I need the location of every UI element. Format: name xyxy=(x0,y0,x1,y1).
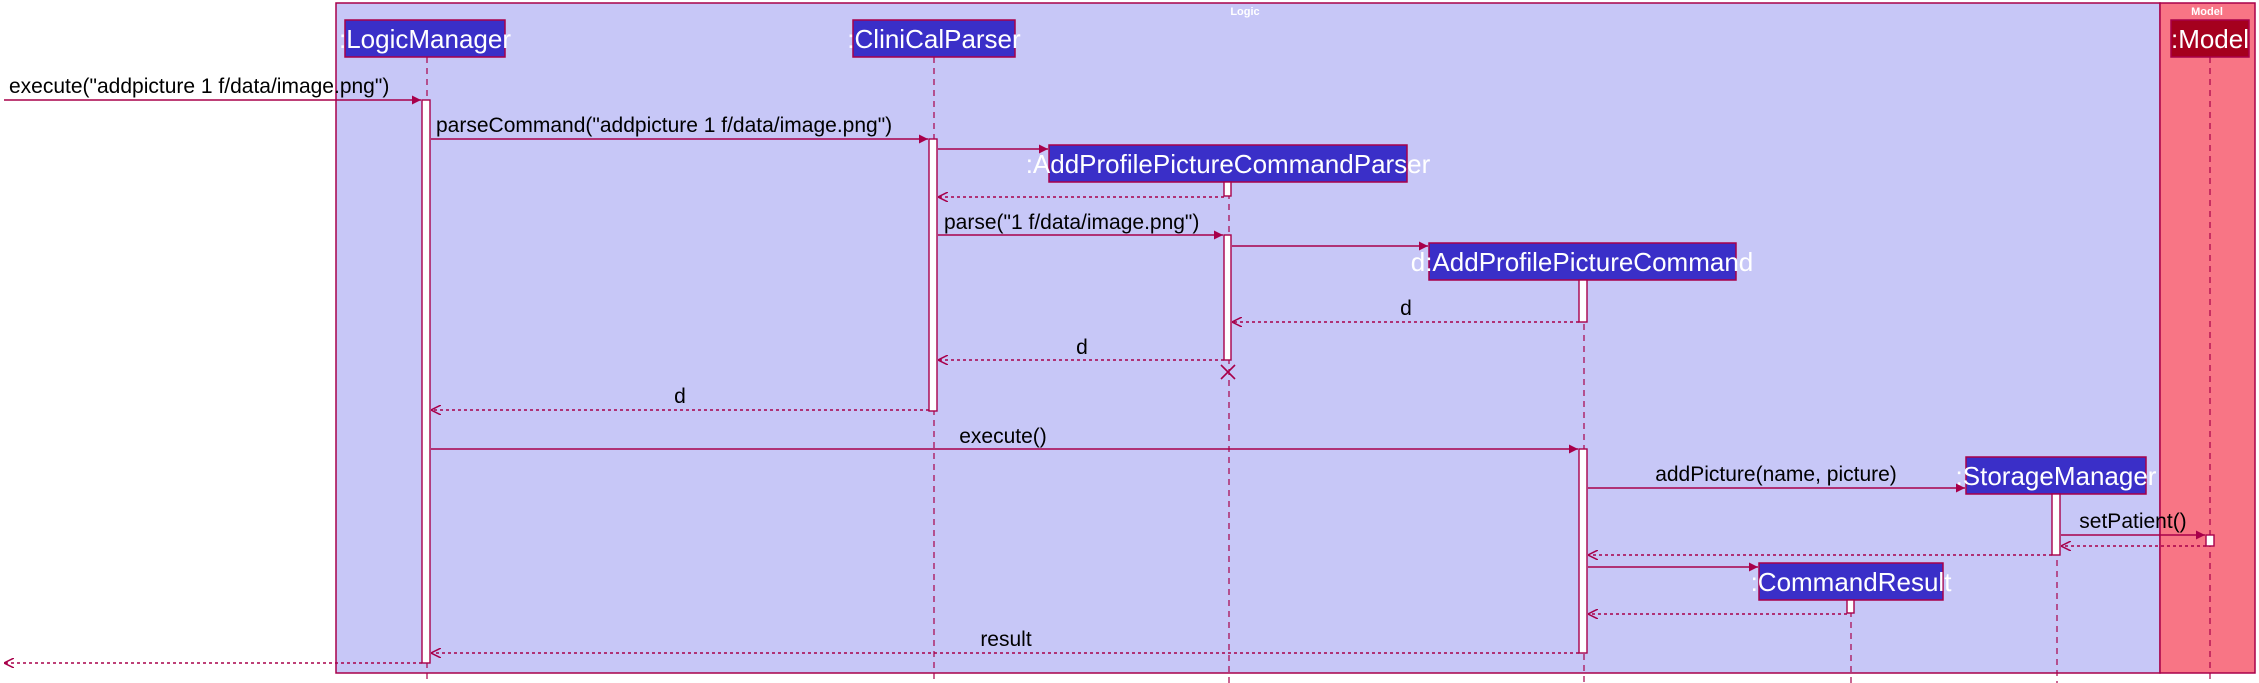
svg-text:execute(): execute() xyxy=(959,425,1047,448)
participant-add-profile-picture-command: d:AddProfilePictureCommand xyxy=(1411,242,1754,281)
activation-parser-parse xyxy=(1223,234,1232,361)
message-set-patient: setPatient() xyxy=(2061,510,2205,540)
svg-text:d: d xyxy=(1400,297,1412,320)
message-parse: parse("1 f/data/image.png") xyxy=(938,211,1223,240)
activation-logic-manager xyxy=(421,99,431,664)
participant-add-profile-picture-command-parser: :AddProfilePictureCommandParser xyxy=(1026,144,1431,183)
activation-command-result xyxy=(1846,599,1855,614)
destroy-mark xyxy=(1220,364,1236,380)
message-parse-command: parseCommand("addpicture 1 f/data/image.… xyxy=(431,114,928,144)
model-frame-title: Model xyxy=(2191,6,2223,18)
svg-text:d: d xyxy=(674,385,686,408)
activation-command-construct xyxy=(1578,279,1588,323)
svg-text:result: result xyxy=(980,628,1032,651)
message-execute-call: execute("addpicture 1 f/data/image.png") xyxy=(4,75,421,105)
participant-storage-manager: :StorageManager xyxy=(1956,456,2157,495)
activation-parser-creation xyxy=(1223,181,1232,197)
svg-text::CliniCalParser: :CliniCalParser xyxy=(847,24,1021,54)
svg-text:d:AddProfilePictureCommand: d:AddProfilePictureCommand xyxy=(1411,247,1754,277)
svg-text:setPatient(): setPatient() xyxy=(2079,510,2186,533)
logic-frame xyxy=(335,2,2161,674)
svg-text::AddProfilePictureCommandParse: :AddProfilePictureCommandParser xyxy=(1026,149,1431,179)
logic-frame-title: Logic xyxy=(1230,6,1259,18)
message-return-d-3: d xyxy=(431,385,929,410)
svg-text::Model: :Model xyxy=(2171,24,2249,54)
svg-text:parseCommand("addpicture 1 f/d: parseCommand("addpicture 1 f/data/image.… xyxy=(436,114,892,137)
participant-model: :Model xyxy=(2170,19,2250,58)
svg-text:execute("addpicture 1 f/data/i: execute("addpicture 1 f/data/image.png") xyxy=(9,75,389,98)
activation-storage-manager xyxy=(2051,493,2061,556)
message-execute: execute() xyxy=(431,425,1578,454)
activation-model xyxy=(2205,534,2215,547)
activation-command-execute xyxy=(1578,448,1588,654)
svg-text::CommandResult: :CommandResult xyxy=(1751,567,1953,597)
participant-clinical-parser: :CliniCalParser xyxy=(847,19,1021,58)
svg-text::StorageManager: :StorageManager xyxy=(1956,461,2157,491)
svg-text:parse("1 f/data/image.png"): parse("1 f/data/image.png") xyxy=(944,211,1199,234)
activation-clinical-parser xyxy=(928,138,938,412)
svg-text::LogicManager: :LogicManager xyxy=(339,24,511,54)
svg-text:d: d xyxy=(1076,336,1088,359)
message-add-picture: addPicture(name, picture) xyxy=(1588,463,1965,493)
message-return-d-2: d xyxy=(938,336,1224,360)
message-result: result xyxy=(431,628,1579,653)
participant-command-result: :CommandResult xyxy=(1751,562,1953,601)
participant-logic-manager: :LogicManager xyxy=(339,19,511,58)
message-return-d-1: d xyxy=(1232,297,1579,322)
model-frame xyxy=(2159,2,2256,674)
svg-text:addPicture(name, picture): addPicture(name, picture) xyxy=(1655,463,1897,486)
